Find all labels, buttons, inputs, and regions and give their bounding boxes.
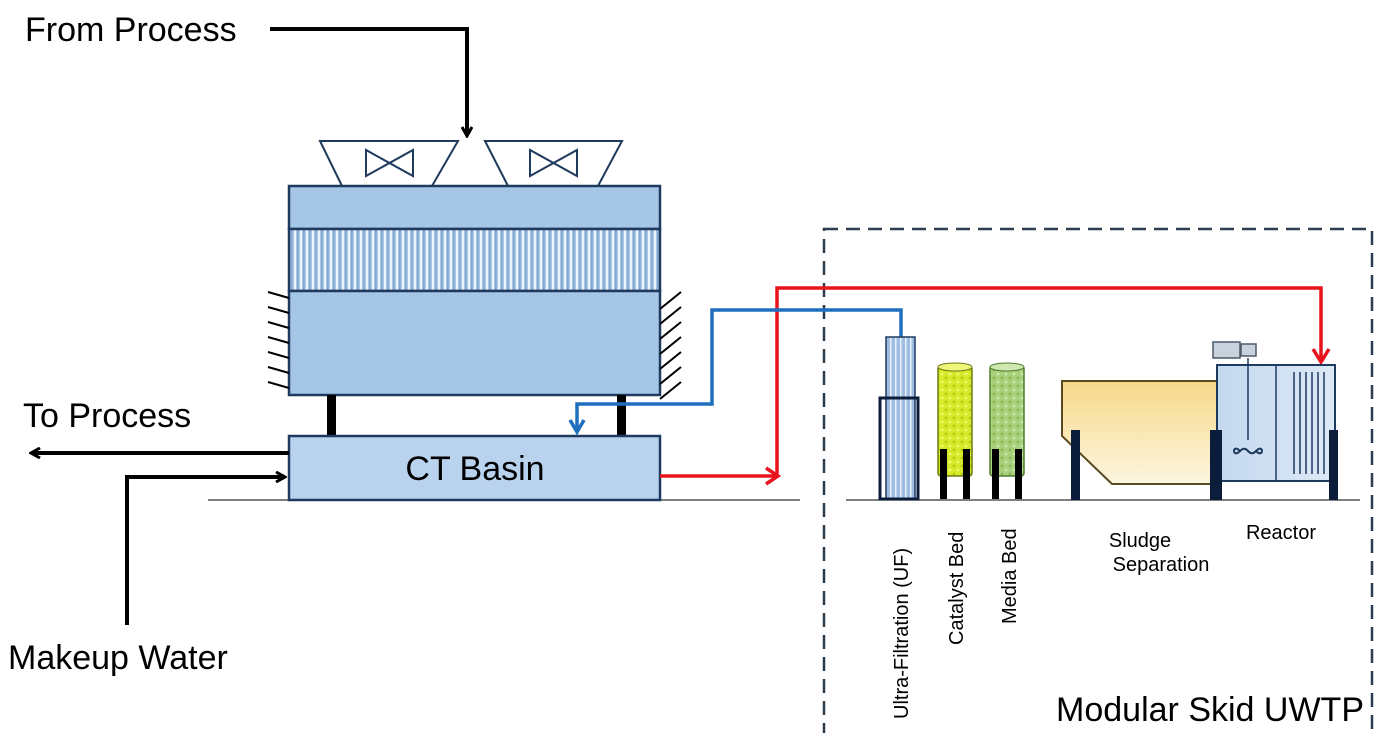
- louvers-left: [267, 291, 290, 389]
- ultra-filtration-unit: [878, 336, 920, 501]
- reactor-unit: [1212, 341, 1338, 500]
- ct-basin-label: CT Basin: [405, 450, 544, 488]
- fan-left: [318, 140, 460, 187]
- catalyst-bed-label: Catalyst Bed: [946, 532, 968, 645]
- ultra-filtration-label: Ultra-Filtration (UF): [891, 548, 913, 719]
- tower-leg-left: [327, 395, 336, 436]
- catalyst-bed-unit: [937, 362, 973, 499]
- hot-arrow-head-2: [1311, 348, 1331, 366]
- media-bed-unit: [989, 362, 1025, 499]
- makeup-water-line: [125, 477, 284, 625]
- mixer-motor-icon: [1212, 341, 1241, 359]
- to-process-label: To Process: [23, 397, 191, 435]
- makeup-water-label: Makeup Water: [8, 639, 228, 677]
- modular-skid-label: Modular Skid UWTP: [1056, 691, 1364, 729]
- fan-right: [483, 140, 624, 187]
- from-process-line: [270, 27, 467, 135]
- cooling-tower: [287, 184, 662, 397]
- ct-basin: [287, 434, 662, 502]
- treated-supply-line: [575, 308, 903, 430]
- mixer-impeller-icon: [1233, 447, 1263, 455]
- hot-arrow-head-1: [765, 466, 782, 486]
- louvers-right: [659, 291, 682, 400]
- treated-arrow-head: [568, 419, 586, 436]
- modular-skid-boundary: [822, 227, 1374, 733]
- hot-return-line: [660, 286, 1323, 478]
- sludge-separation-unit: [1061, 380, 1219, 500]
- tower-leg-right: [617, 395, 626, 436]
- media-bed-label: Media Bed: [999, 528, 1021, 624]
- sludge-label-line1: Sludge: [1109, 530, 1171, 552]
- sludge-label-line2: Separation: [1113, 554, 1210, 576]
- reactor-label: Reactor: [1246, 522, 1316, 544]
- from-process-label: From Process: [25, 11, 237, 49]
